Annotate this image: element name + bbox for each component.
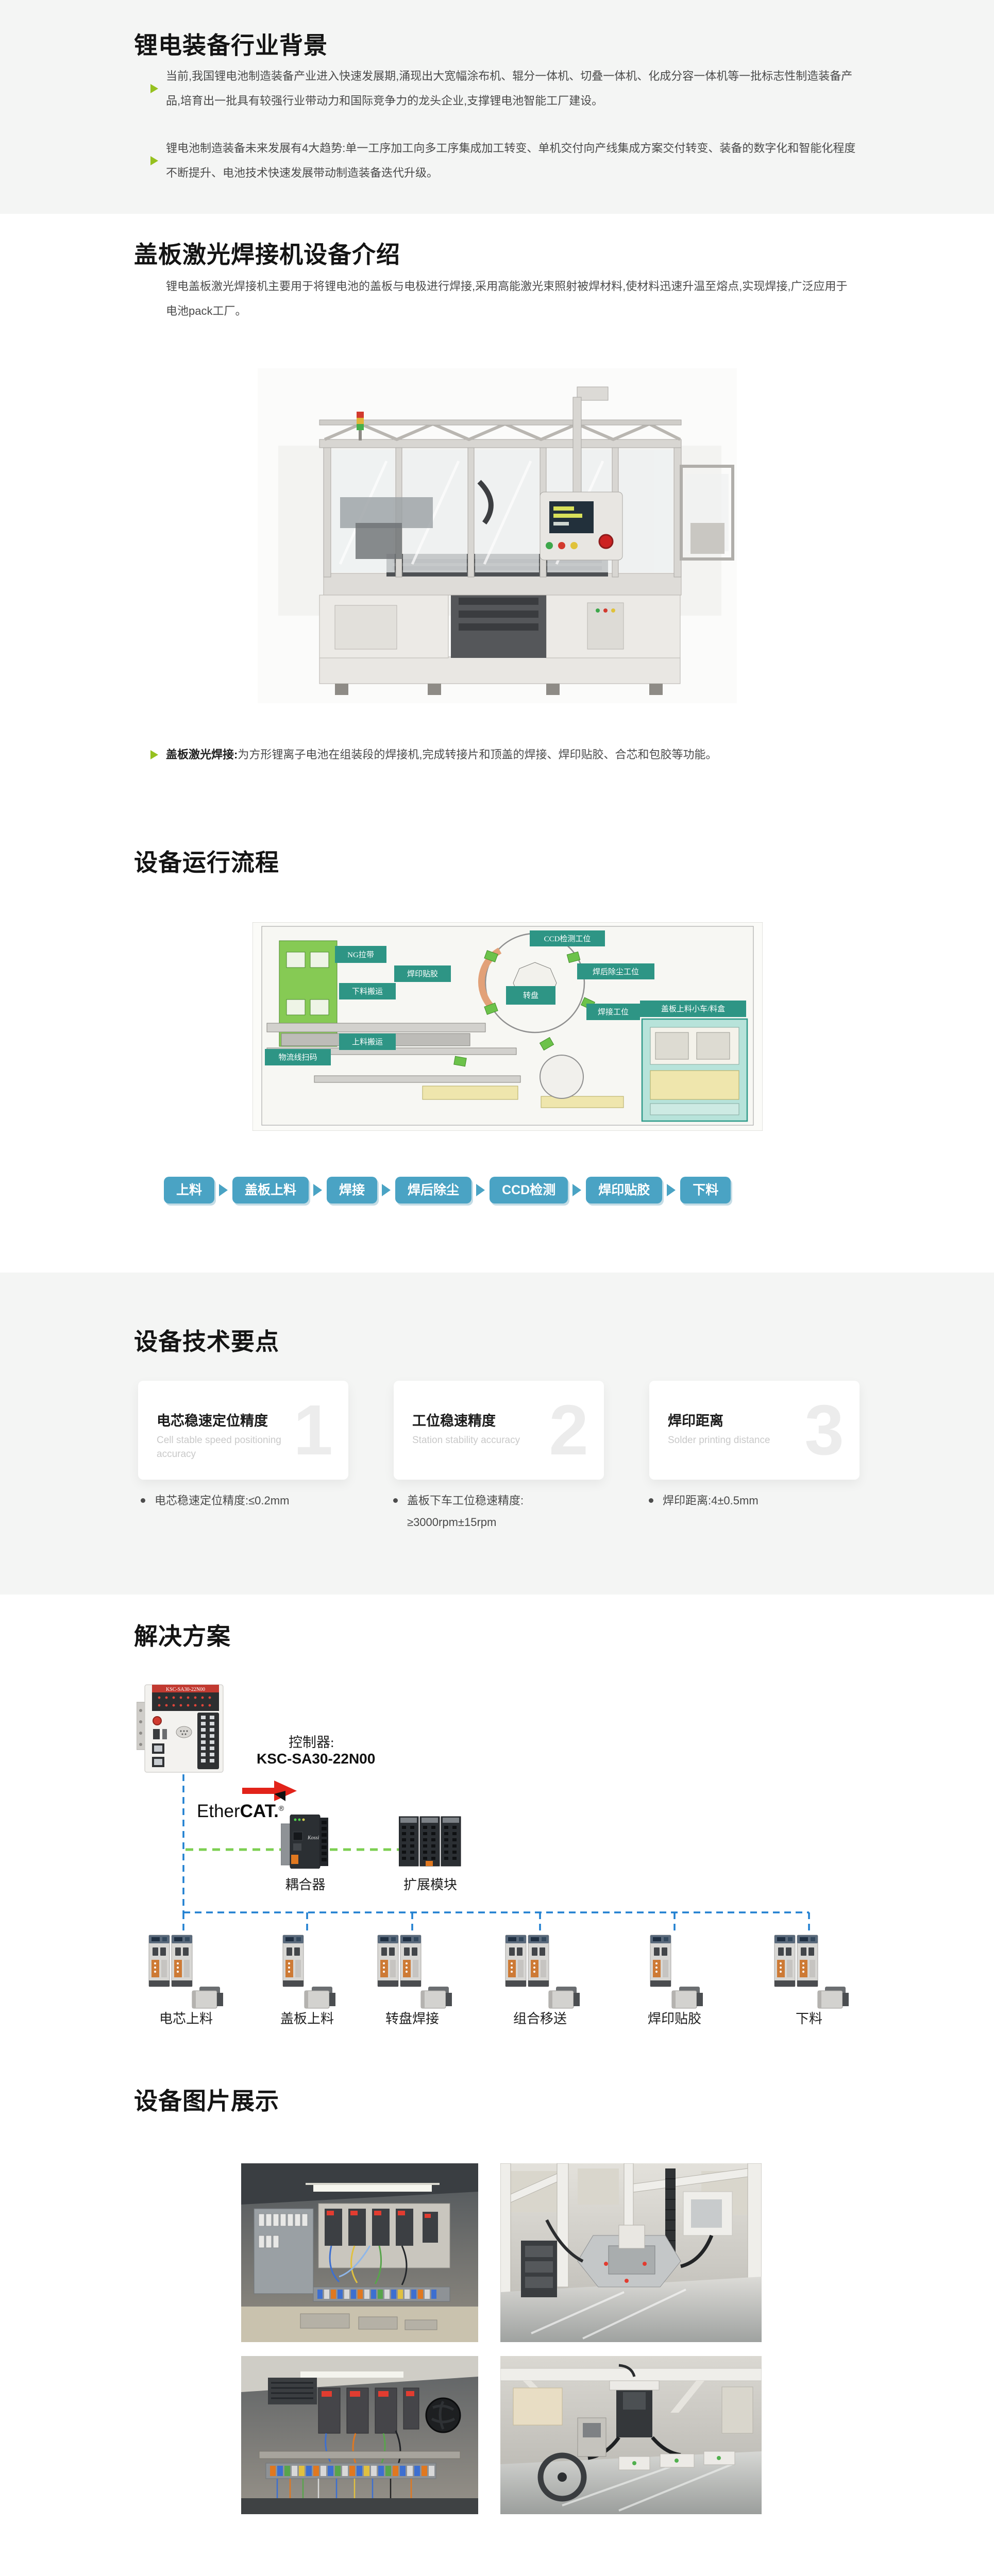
expansion-image — [399, 1816, 461, 1867]
point-card-2: 工位稳速精度 Station stability accuracy 2 — [394, 1381, 604, 1480]
coupler-label: 耦合器 — [285, 1877, 326, 1892]
step-chip: 焊后除尘 — [395, 1177, 472, 1204]
intro-title: 盖板激光焊接机设备介绍 — [134, 241, 400, 268]
point-note-2: 盖板下车工位稳速精度: ≥3000rpm±15rpm — [393, 1490, 624, 1533]
flow-title: 设备运行流程 — [134, 849, 279, 876]
plc-model-band: KSC-SA30-22N00 — [166, 1687, 205, 1692]
station-label-5: 焊印贴胶 — [647, 2011, 701, 2026]
diagram-label: 焊后除尘工位 — [593, 968, 639, 976]
point-card-1: 电芯稳速定位精度 Cell stable speed positioning a… — [138, 1381, 348, 1480]
bullet-arrow-icon — [150, 84, 158, 93]
station-label-1: 电芯上料 — [159, 2011, 213, 2026]
step-arrow-icon — [572, 1184, 582, 1196]
intro-bullet-rest: 为方形锂离子电池在组装段的焊接机,完成转接片和顶盖的焊接、焊印贴胶、合芯和包胶等… — [238, 748, 717, 761]
industry-bullet-1: 当前,我国锂电池制造装备产业进入快速发展期,涌现出大宽幅涂布机、辊分一体机、切叠… — [166, 70, 853, 107]
step-chip: CCD检测 — [490, 1177, 568, 1204]
point-card-title: 电芯稳速定位精度 — [157, 1413, 268, 1429]
station-label-3: 转盘焊接 — [385, 2011, 439, 2026]
diagram-label: 转盘 — [523, 991, 538, 1000]
station-drives-weld-taping — [650, 1935, 703, 2009]
point-card-3: 焊印距离 Solder printing distance 3 — [649, 1381, 860, 1480]
point-card-title: 焊印距离 — [668, 1413, 723, 1429]
gallery-title: 设备图片展示 — [134, 2088, 279, 2114]
bullet-arrow-icon — [150, 750, 158, 759]
point-card-number: 1 — [293, 1391, 333, 1470]
process-steps: 上料 盖板上料 焊接 焊后除尘 CCD检测 焊印贴胶 下料 — [164, 1177, 731, 1204]
intro-bullet-bold: 盖板激光焊接: — [166, 748, 238, 761]
step-chip: 焊印贴胶 — [586, 1177, 663, 1204]
coupler-brand: Kossi — [307, 1835, 319, 1841]
ethercat-text: Ether — [197, 1801, 240, 1821]
note-text: ≥3000rpm±15rpm — [407, 1516, 497, 1529]
solution-title: 解决方案 — [134, 1623, 231, 1650]
intro-bullet: 盖板激光焊接:为方形锂离子电池在组装段的焊接机,完成转接片和顶盖的焊接、焊印贴胶… — [166, 742, 867, 767]
station-label-6: 下料 — [795, 2011, 822, 2026]
ethercat-arrow-icon — [242, 1781, 297, 1801]
industry-title: 锂电装备行业背景 — [134, 32, 328, 59]
point-note-3: 焊印距离:4±0.5mm — [649, 1490, 879, 1512]
note-text: 电芯稳速定位精度:≤0.2mm — [155, 1494, 290, 1507]
step-arrow-icon — [476, 1184, 485, 1196]
point-card-number: 2 — [549, 1391, 588, 1470]
step-arrow-icon — [382, 1184, 391, 1196]
diagram-label: 下料搬运 — [352, 987, 383, 996]
network-lines — [182, 1774, 810, 1934]
gallery-photo-cabinet-2 — [241, 2356, 478, 2514]
diagram-label: 焊印贴胶 — [407, 970, 438, 978]
step-arrow-icon — [219, 1184, 228, 1196]
point-note-1: 电芯稳速定位精度:≤0.2mm — [141, 1490, 371, 1512]
coupler-image: Kossi — [281, 1815, 328, 1869]
gallery-photo-machine-2 — [500, 2356, 762, 2514]
diagram-label: 盖板上料小车/料盒 — [661, 1004, 725, 1013]
point-card-subtitle: Solder printing distance — [668, 1435, 770, 1446]
diagram-label: 焊接工位 — [598, 1008, 629, 1016]
expansion-label: 扩展模块 — [403, 1877, 457, 1892]
step-arrow-icon — [313, 1184, 323, 1196]
controller-model: KSC-SA30-22N00 — [257, 1751, 376, 1767]
controller-image: KSC-SA30-22N00 — [137, 1684, 224, 1773]
diagram-label: 物流线扫码 — [278, 1053, 317, 1062]
diagram-label: 上料搬运 — [352, 1038, 383, 1046]
step-arrow-icon — [667, 1184, 676, 1196]
station-drives-cover-loading — [282, 1935, 336, 2009]
step-chip: 下料 — [680, 1177, 731, 1204]
note-text: 焊印距离:4±0.5mm — [663, 1494, 759, 1507]
station-drives-turntable-welding — [377, 1935, 452, 2009]
point-card-subtitle: Station stability accuracy — [412, 1435, 520, 1446]
diagram-label: NG拉带 — [347, 951, 374, 959]
ethercat-reg: ® — [278, 1804, 284, 1812]
station-label-2: 盖板上料 — [280, 2011, 334, 2026]
ethercat-logo: EtherCAT.® — [197, 1801, 284, 1822]
welding-machine-image — [258, 368, 737, 703]
step-chip: 盖板上料 — [232, 1177, 309, 1204]
note-text: 盖板下车工位稳速精度: — [407, 1494, 524, 1507]
industry-bullet-2: 锂电池制造装备未来发展有4大趋势:单一工序加工向多工序集成加工转变、单机交付向产… — [166, 142, 856, 179]
station-drives-unloading — [774, 1935, 849, 2009]
gallery-photo-machine-1 — [500, 2163, 762, 2342]
bullet-arrow-icon — [150, 156, 158, 165]
step-chip: 焊接 — [327, 1177, 378, 1204]
step-chip: 上料 — [164, 1177, 215, 1204]
controller-label: 控制器: — [289, 1735, 334, 1750]
points-title: 设备技术要点 — [134, 1328, 279, 1355]
process-layout-diagram: NG拉带 焊印贴胶 下料搬运 上料搬运 物流线扫码 CCD检测工位 焊后除尘工位… — [252, 922, 763, 1131]
station-drives-cell-loading — [148, 1935, 224, 2009]
point-card-title: 工位稳速精度 — [412, 1413, 496, 1429]
point-card-number: 3 — [804, 1391, 844, 1470]
station-label-4: 组合移送 — [513, 2011, 567, 2026]
diagram-label: CCD检测工位 — [544, 935, 591, 943]
industry-section-bg — [0, 0, 994, 214]
gallery-photo-cabinet-1 — [241, 2163, 478, 2342]
intro-paragraph: 锂电盖板激光焊接机主要用于将锂电池的盖板与电极进行焊接,采用高能激光束照射被焊材… — [166, 280, 848, 317]
station-drives-combined-transfer — [505, 1935, 580, 2009]
ethercat-text: CAT. — [240, 1801, 279, 1821]
point-card-subtitle: Cell stable speed positioning accuracy — [157, 1435, 281, 1460]
